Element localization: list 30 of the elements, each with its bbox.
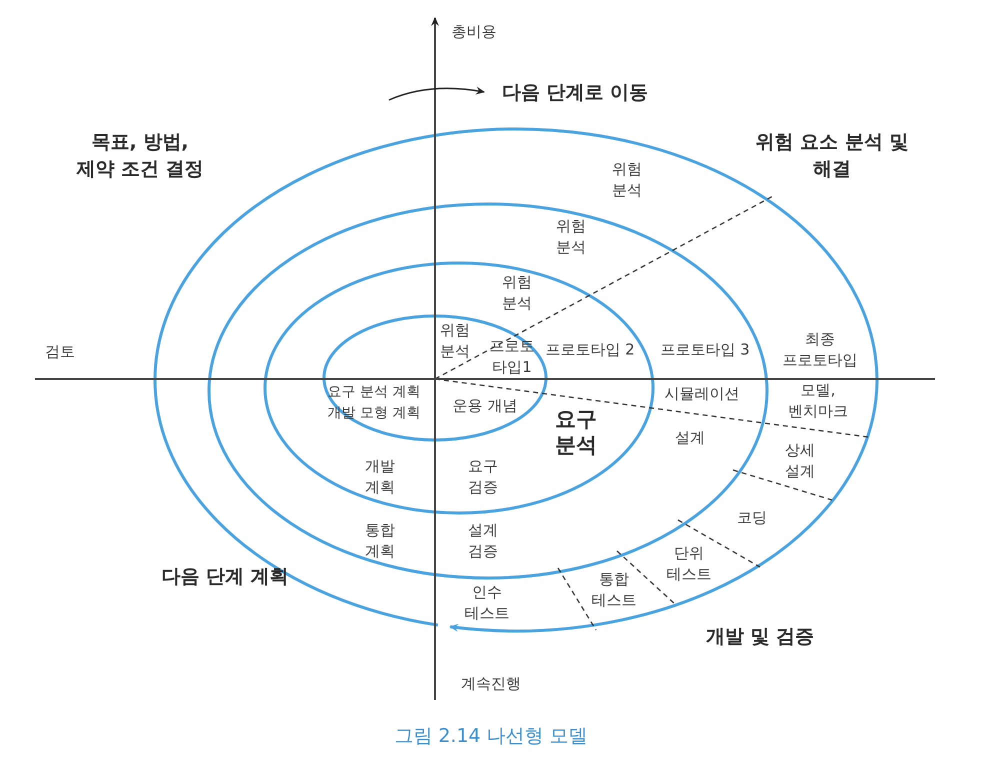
text-label: 개발 계획 (364, 456, 396, 498)
text-label: 프로토타입 3 (659, 340, 751, 360)
text-label: 운용 개념 (452, 396, 518, 416)
text-label: 인수 테스트 (464, 582, 510, 624)
text-label: 다음 단계로 이동 (500, 80, 650, 106)
text-label: 검토 (44, 342, 76, 362)
text-label: 요구 검증 (467, 456, 499, 498)
text-label: 코딩 (736, 508, 768, 528)
text-label: 목표, 방법, 제약 조건 결정 (75, 130, 205, 182)
text-label: 총비용 (450, 22, 498, 42)
text-label: 시뮬레이션 (664, 384, 740, 404)
figure-caption: 그림 2.14 나선형 모델 (393, 724, 589, 749)
text-label: 위험 분석 (555, 216, 587, 258)
text-label: 프로토타입 2 (544, 340, 636, 360)
text-label: 설계 검증 (467, 520, 499, 562)
text-label: 다음 단계 계획 (160, 564, 290, 590)
text-label: 통합 계획 (364, 520, 396, 562)
text-label: 위험 요소 분석 및 해결 (754, 130, 910, 182)
text-label: 상세 설계 (784, 440, 816, 482)
text-label: 위험 분석 (439, 320, 471, 362)
text-label: 개발 및 검증 (704, 624, 816, 650)
text-label: 계속진행 (460, 674, 522, 694)
text-label: 설계 (674, 428, 706, 448)
text-label: 단위 테스트 (666, 543, 712, 585)
text-label: 통합 테스트 (590, 569, 638, 611)
text-label: 위험 분석 (611, 159, 643, 201)
text-label: 위험 분석 (501, 272, 533, 314)
text-label: 최종 프로토타입 (782, 329, 858, 371)
text-label: 요구 분석 (554, 406, 598, 458)
text-label: 모델, 벤치마크 (787, 380, 849, 422)
